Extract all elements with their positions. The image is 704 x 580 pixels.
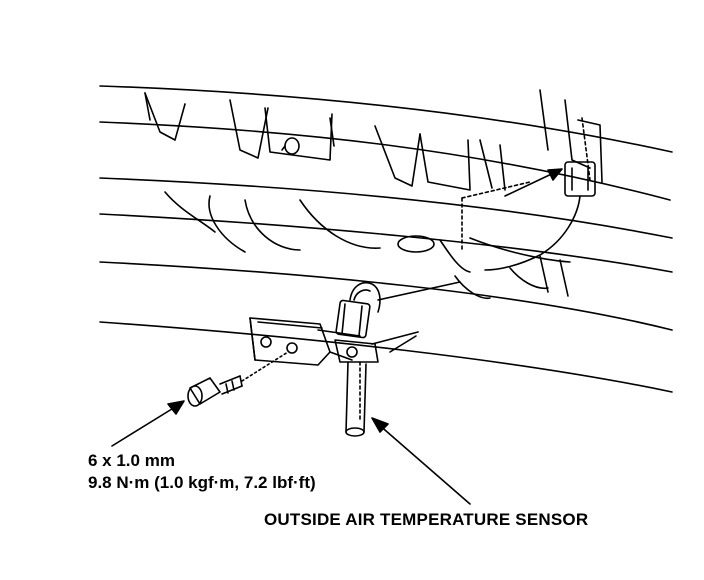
upper-brackets xyxy=(144,89,603,191)
sensor-body xyxy=(334,282,381,437)
upper-connector xyxy=(484,161,596,271)
leader-lines xyxy=(371,281,461,353)
frame-lines xyxy=(99,85,673,393)
upper-bolt xyxy=(281,137,300,155)
dashed-outline xyxy=(461,117,591,253)
bolt-size-label: 6 x 1.0 mm xyxy=(88,451,175,470)
mounting-bolt xyxy=(187,351,289,407)
upper-arrow xyxy=(504,168,563,197)
bolt-torque-label: 9.8 N·m (1.0 kgf·m, 7.2 lbf·ft) xyxy=(88,473,316,492)
mounting-bracket xyxy=(249,317,361,366)
sensor-name-label: OUTSIDE AIR TEMPERATURE SENSOR xyxy=(264,510,589,529)
sensor-arrow xyxy=(371,417,471,505)
bolt-arrow xyxy=(111,400,185,447)
lower-structure xyxy=(164,191,571,300)
